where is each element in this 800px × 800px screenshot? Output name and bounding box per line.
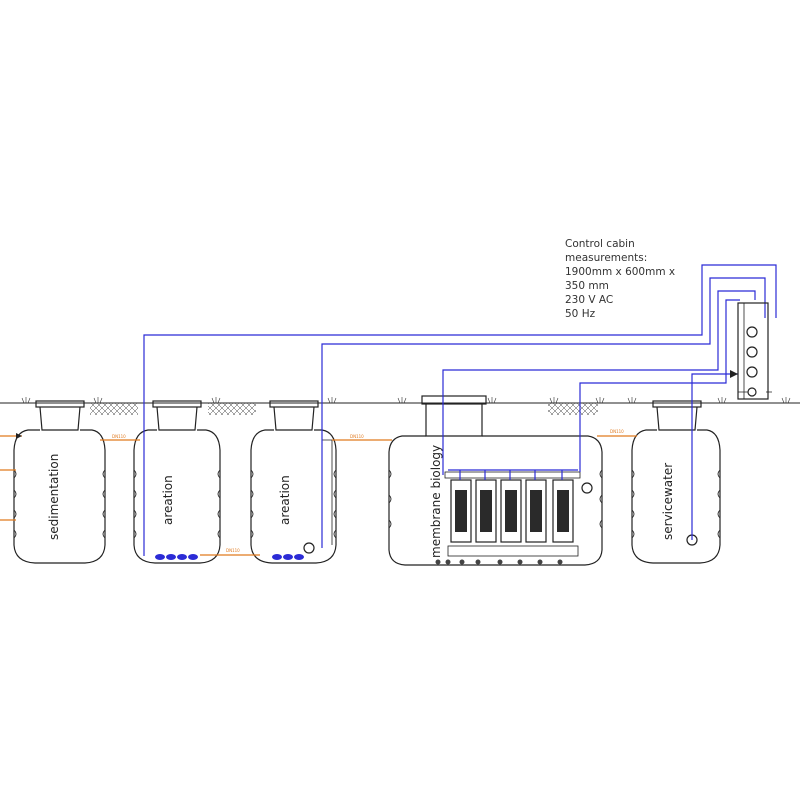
membrane-modules: [450, 479, 574, 543]
tank-body: [631, 429, 721, 564]
tank-feet: [435, 559, 563, 565]
membrane-rail: [444, 471, 581, 479]
pipe-label: DN110: [112, 434, 126, 439]
cabin-box: [737, 302, 769, 400]
pipe-label: DN110: [226, 548, 240, 553]
areation-tank-1: areation: [133, 400, 221, 564]
membrane-module: [525, 479, 547, 543]
tank-label: membrane biology: [429, 445, 443, 558]
transfer-pipe: [322, 439, 333, 545]
note-line: 1900mm x 600mm x: [565, 266, 676, 278]
membrane-module: [475, 479, 497, 543]
control-cabin: [737, 302, 772, 400]
note-line: 230 V AC: [565, 294, 614, 306]
note-line: measurements:: [565, 252, 648, 264]
pipe-labels: DN110 DN110 DN110 DN110: [112, 429, 624, 553]
air-line-membrane: [442, 290, 756, 475]
outlet-icon: [746, 366, 758, 378]
sedimentation-tank: sedimentation: [13, 400, 106, 564]
air-line-membrane-2: [579, 299, 740, 472]
inlet-stub: [0, 469, 16, 521]
air-line-aeration-2: [321, 277, 766, 548]
manhole-cover: [152, 400, 202, 408]
pipe-label: DN110: [610, 429, 624, 434]
tank-label: sedimentation: [47, 454, 61, 540]
membrane-base: [447, 545, 579, 557]
outlet-icon: [747, 387, 757, 397]
outlet-icon: [746, 326, 758, 338]
air-lines: [143, 264, 777, 556]
tank-label: areation: [161, 475, 175, 525]
manhole-riser: [656, 406, 698, 431]
air-line-service: [691, 373, 738, 540]
membrane-biology-tank: membrane biology: [388, 395, 603, 566]
tank-label: servicewater: [661, 463, 675, 540]
servicewater-tank: servicewater: [631, 400, 721, 564]
aerator-diffusers: [272, 554, 304, 560]
tank-body: [388, 435, 603, 566]
manhole-cover: [421, 395, 487, 405]
manhole-riser: [156, 406, 198, 431]
tank-label: areation: [278, 475, 292, 525]
pipe-label: DN110: [350, 434, 364, 439]
ground-line: [0, 397, 800, 415]
membrane-module: [500, 479, 522, 543]
arrow-head: [730, 370, 738, 378]
membrane-manifold: [448, 469, 578, 480]
note-line: 50 Hz: [565, 308, 596, 320]
air-line-aeration-1: [143, 264, 777, 556]
tank-body: [250, 429, 337, 564]
water-pipes: [0, 433, 637, 556]
inlet-arrow: [16, 433, 22, 439]
note-line: Control cabin: [565, 238, 635, 250]
manhole-cover: [35, 400, 85, 408]
tank-body: [133, 429, 221, 564]
manhole-riser: [425, 404, 483, 437]
manhole-riser: [273, 406, 315, 431]
pump-icon: [581, 482, 593, 494]
areation-tank-2: areation: [250, 400, 337, 564]
manhole-cover: [269, 400, 319, 408]
membrane-module: [552, 479, 574, 543]
aerator-diffusers: [155, 554, 198, 560]
manhole-cover: [652, 400, 702, 408]
pump-icon: [303, 542, 315, 554]
manhole-riser: [39, 406, 81, 431]
outlet-icon: [746, 346, 758, 358]
note-line: 350 mm: [565, 280, 609, 292]
control-cabin-note: Control cabin measurements: 1900mm x 600…: [565, 237, 675, 321]
membrane-module: [450, 479, 472, 543]
